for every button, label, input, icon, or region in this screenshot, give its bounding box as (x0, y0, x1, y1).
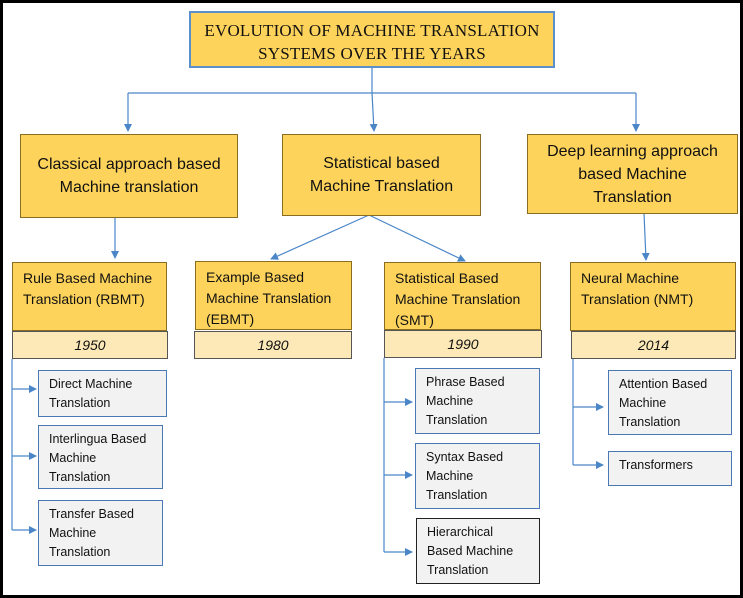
phrase-line-3: Translation (426, 413, 488, 427)
transformers-label: Transformers (619, 458, 693, 472)
smt-line-1: Statistical Based (395, 270, 499, 286)
rbmt-line-1: Rule Based Machine (23, 270, 153, 286)
transfer-line-3: Translation (49, 545, 111, 559)
nmt-line-1: Neural Machine (581, 270, 680, 286)
transfer-mt-box: Transfer Based Machine Translation (38, 500, 163, 566)
hierarchical-line-3: Translation (427, 563, 489, 577)
attention-line-2: Machine (619, 396, 667, 410)
rbmt-box: Rule Based Machine Translation (RBMT) (12, 262, 167, 331)
interlingua-line-1: Interlingua Based (49, 432, 147, 446)
connector-lines (11, 67, 650, 556)
attention-mt-box: Attention Based Machine Translation (608, 370, 732, 435)
title-line-2: SYSTEMS OVER THE YEARS (258, 44, 486, 63)
interlingua-mt-box: Interlingua Based Machine Translation (38, 425, 163, 489)
diagram-title-box: EVOLUTION OF MACHINE TRANSLATION SYSTEMS… (189, 11, 555, 68)
statistical-approach-box: Statistical based Machine Translation (282, 134, 481, 216)
ebmt-line-2: Machine Translation (206, 290, 332, 306)
direct-line-2: Translation (49, 396, 111, 410)
diagram-canvas: EVOLUTION OF MACHINE TRANSLATION SYSTEMS… (3, 3, 740, 595)
phrase-line-2: Machine (426, 394, 474, 408)
smt-box: Statistical Based Machine Translation (S… (384, 262, 541, 330)
deep-learning-line-3: Translation (593, 188, 672, 206)
direct-mt-box: Direct Machine Translation (38, 370, 167, 417)
deep-learning-approach-box: Deep learning approach based Machine Tra… (527, 134, 738, 214)
syntax-line-3: Translation (426, 488, 488, 502)
deep-learning-line-1: Deep learning approach (547, 142, 718, 160)
title-line-1: EVOLUTION OF MACHINE TRANSLATION (204, 21, 540, 40)
arrow-to-ebmt (270, 214, 370, 260)
statistical-line-1: Statistical based (323, 155, 440, 172)
smt-line-3: (SMT) (395, 312, 434, 328)
nmt-box: Neural Machine Translation (NMT) (570, 262, 736, 331)
ebmt-line-1: Example Based (206, 269, 305, 285)
interlingua-line-2: Machine (49, 451, 97, 465)
classical-approach-box: Classical approach based Machine transla… (20, 134, 238, 218)
nmt-year: 2014 (571, 331, 736, 359)
transformers-box: Transformers (608, 451, 732, 486)
phrase-mt-box: Phrase Based Machine Translation (415, 368, 540, 434)
hierarchical-line-2: Based Machine (427, 544, 514, 558)
interlingua-line-3: Translation (49, 470, 111, 484)
classical-line-2: Machine translation (59, 179, 199, 196)
hierarchical-line-1: Hierarchical (427, 525, 493, 539)
classical-line-1: Classical approach based (37, 156, 221, 173)
nmt-line-2: Translation (NMT) (581, 291, 694, 307)
transfer-line-2: Machine (49, 526, 97, 540)
ebmt-box: Example Based Machine Translation (EBMT) (195, 261, 352, 330)
phrase-line-1: Phrase Based (426, 375, 505, 389)
direct-line-1: Direct Machine (49, 377, 133, 391)
attention-line-1: Attention Based (619, 377, 708, 391)
deep-learning-line-2: based Machine (578, 165, 687, 183)
syntax-mt-box: Syntax Based Machine Translation (415, 443, 540, 509)
rbmt-year: 1950 (12, 331, 168, 359)
ebmt-year: 1980 (194, 331, 352, 359)
transfer-line-1: Transfer Based (49, 507, 134, 521)
arrow-to-statistical (369, 92, 378, 132)
rbmt-line-2: Translation (RBMT) (23, 291, 145, 307)
arrow-to-nmt (641, 212, 650, 261)
smt-year: 1990 (384, 330, 542, 358)
arrow-to-smt (368, 214, 466, 262)
attention-line-3: Translation (619, 415, 681, 429)
hierarchical-mt-box: Hierarchical Based Machine Translation (416, 518, 540, 584)
smt-line-2: Machine Translation (395, 291, 521, 307)
statistical-line-2: Machine Translation (309, 178, 454, 195)
ebmt-line-3: (EBMT) (206, 311, 255, 327)
syntax-line-1: Syntax Based (426, 450, 504, 464)
syntax-line-2: Machine (426, 469, 474, 483)
